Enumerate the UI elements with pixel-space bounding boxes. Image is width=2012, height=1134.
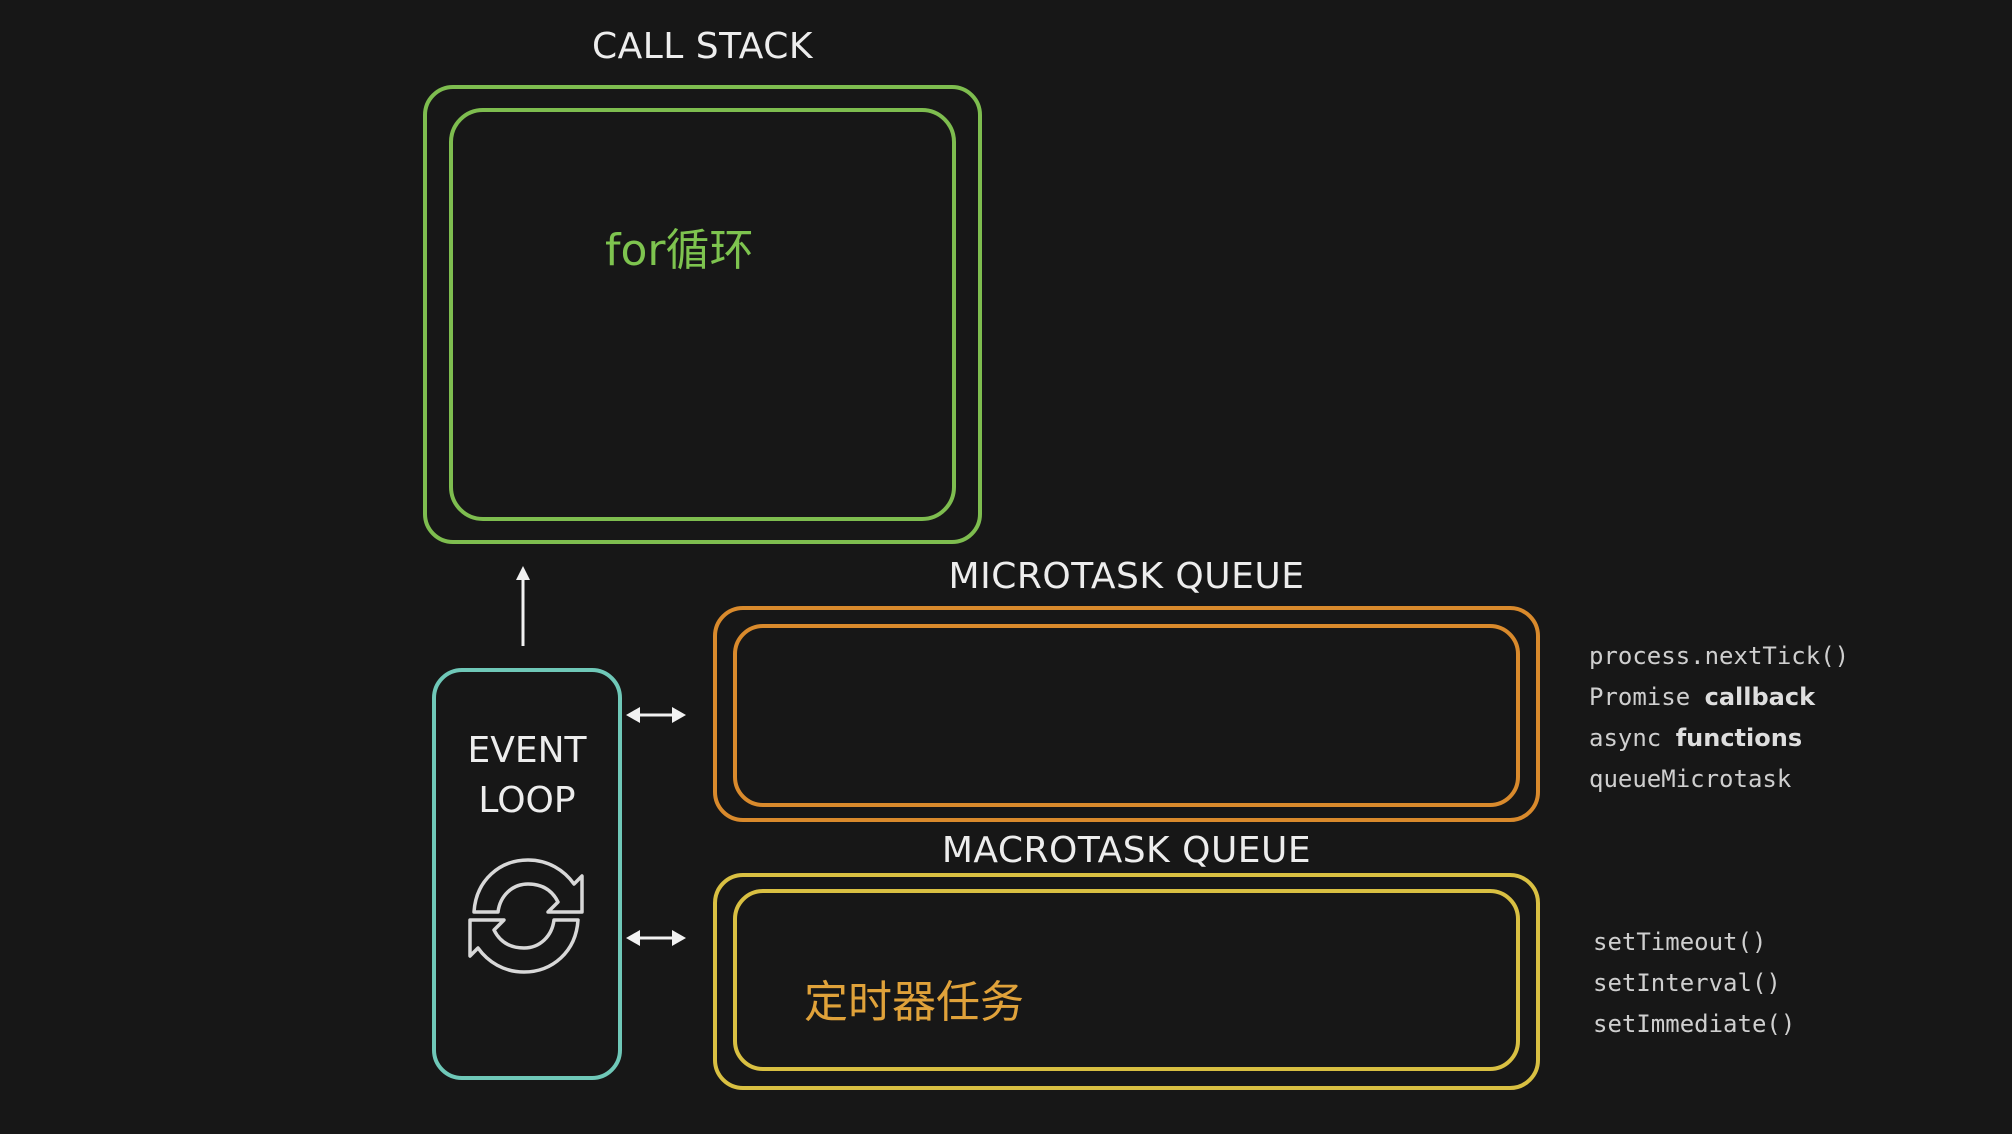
api-code: async <box>1589 724 1662 752</box>
up-arrow-icon <box>516 566 530 646</box>
api-code: queueMicrotask <box>1589 765 1792 793</box>
microtask-queue-title: MICROTASK QUEUE <box>948 556 1305 597</box>
event-loop-label-line1: EVENT <box>467 730 587 771</box>
event-loop-label-line2: LOOP <box>478 780 576 821</box>
api-code: Promise <box>1589 683 1691 711</box>
macrotask-queue-outer-box <box>713 873 1540 1090</box>
macrotask-queue-item: 定时器任务 <box>804 977 1024 1028</box>
api-code: process.nextTick() <box>1589 642 1850 670</box>
call-stack-inner-box <box>449 108 956 521</box>
macrotask-api-item: setTimeout() <box>1593 928 1767 956</box>
call-stack-item: for循环 <box>605 225 754 276</box>
macrotask-api-list: setTimeout() setInterval() setImmediate(… <box>1593 922 1795 1045</box>
macrotask-api-item: setImmediate() <box>1593 1010 1796 1038</box>
macrotask-queue-title: MACROTASK QUEUE <box>941 830 1312 871</box>
api-extra: functions <box>1675 724 1803 752</box>
microtask-api-item: async functions <box>1589 718 1849 759</box>
microtask-api-item: queueMicrotask <box>1589 759 1849 800</box>
microtask-queue-outer-box <box>713 606 1540 822</box>
bidirectional-arrow-icon <box>626 707 686 723</box>
refresh-cycle-icon <box>468 858 584 974</box>
macrotask-queue-inner-box <box>733 889 1520 1071</box>
call-stack-outer-box <box>423 85 982 544</box>
bidirectional-arrow-icon <box>626 930 686 946</box>
microtask-api-item: process.nextTick() <box>1589 636 1849 677</box>
microtask-api-list: process.nextTick() Promise callback asyn… <box>1589 636 1849 800</box>
api-extra: callback <box>1704 683 1816 711</box>
event-loop-box <box>432 668 622 1080</box>
microtask-api-item: Promise callback <box>1589 677 1849 718</box>
event-loop-label: EVENT LOOP <box>432 726 622 826</box>
call-stack-title: CALL STACK <box>591 26 814 67</box>
macrotask-api-item: setInterval() <box>1593 969 1781 997</box>
microtask-queue-inner-box <box>733 624 1520 807</box>
